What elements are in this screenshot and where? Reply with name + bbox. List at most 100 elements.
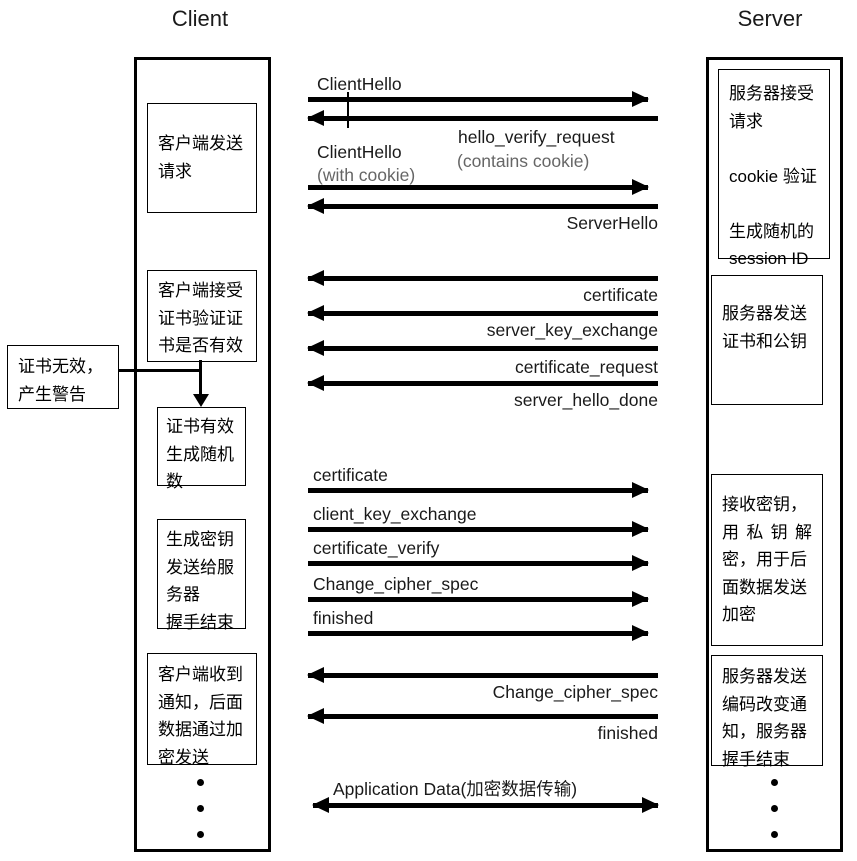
arrowhead-right-icon [632, 482, 649, 498]
note-line: 请求 [729, 111, 763, 131]
arrowhead-right-icon [632, 555, 649, 571]
note-line: 客户端收到 [158, 665, 243, 684]
message-arrow-server-hello-done [307, 375, 658, 391]
note-line: 务器 [166, 585, 200, 605]
message-sublabel-hello-verify-request: (contains cookie) [457, 151, 590, 171]
note-line: 请求 [158, 162, 192, 181]
note-line: 客户端接受 [158, 281, 243, 300]
note-line: session ID [729, 249, 809, 269]
client-ellipsis-dot [197, 831, 204, 838]
note-line: 证书和公钥 [722, 331, 807, 351]
note-line: 书是否有效 [158, 336, 243, 356]
note-line: 数 [166, 472, 183, 492]
message-label-server-hello-done: server_hello_done [514, 390, 658, 410]
note-client-verify-cert: 客户端接受 证书验证证 书是否有效 [147, 270, 257, 362]
note-line: 证书有效 [166, 417, 234, 436]
note-line: 加密 [722, 605, 756, 625]
note-client-notified: 客户端收到 通知，后面 数据通过加 密发送 [147, 653, 257, 767]
message-label-certificate-down: certificate [583, 285, 658, 305]
note-gen-key-send: 生成密钥 发送给服 务器 握手结束 [157, 519, 246, 632]
message-label-application-data: Application Data(加密数据传输) [333, 779, 578, 799]
message-arrow-finished-up [308, 625, 649, 641]
arrowhead-right-icon [632, 521, 649, 537]
note-line: 生成密钥 [166, 530, 234, 549]
message-arrow-certificate-down [307, 270, 658, 286]
message-label-server-hello: ServerHello [566, 213, 658, 233]
note-line: 服务器发送 [722, 304, 807, 323]
note-cert-valid-random: 证书有效 生成随机 数 [157, 407, 246, 491]
page-title-client: Client [171, 6, 229, 31]
note-line: 发送给服 [166, 557, 234, 577]
note-line: 用私钥解 [722, 522, 812, 542]
arrowhead-down-icon [192, 394, 209, 407]
note-server-accept-request: 服务器接受 请求 cookie 验证 生成随机的 session ID [718, 69, 830, 268]
arrowhead-right-icon [632, 591, 649, 607]
message-label-change-cipher-spec-dn: Change_cipher_spec [492, 682, 658, 702]
message-arrow-server-hello [307, 198, 658, 214]
note-cert-invalid-alert: 证书无效， 产生警告 [7, 345, 119, 409]
note-client-send-request: 客户端发送 请求 [147, 103, 257, 213]
note-server-recv-key: 接收密钥， 用私钥解 密，用于后 面数据发送 加密 [711, 474, 823, 646]
message-arrow-change-cipher-spec-up [308, 591, 649, 607]
arrowhead-left-icon [307, 110, 324, 126]
note-line: cookie 验证 [729, 166, 817, 186]
note-line: 握手结束 [166, 612, 234, 632]
note-line: 编码改变通 [722, 694, 807, 714]
client-ellipsis-dot [197, 779, 204, 786]
message-arrow-application-data [312, 797, 659, 813]
message-arrow-client-hello-1 [308, 91, 649, 107]
arrowhead-right-icon [632, 179, 649, 195]
note-line [729, 135, 819, 163]
note-line: 接收密钥， [722, 495, 807, 515]
server-ellipsis-dot [771, 805, 778, 812]
note-line: 密发送 [158, 747, 209, 767]
message-label-change-cipher-spec-up: Change_cipher_spec [313, 574, 479, 594]
message-arrow-client-hello-2 [308, 179, 649, 195]
note-line: 客户端发送 [158, 134, 243, 154]
branch-left-line [103, 361, 202, 380]
arrowhead-left-icon [307, 340, 324, 356]
message-label-finished-dn: finished [597, 723, 658, 743]
arrowhead-left-icon [307, 708, 324, 724]
message-arrow-server-key-exchange [307, 305, 658, 321]
message-label-finished-up: finished [313, 608, 374, 628]
note-line: 通知，后面 [158, 692, 243, 712]
message-label-client-hello-1: ClientHello [317, 74, 402, 94]
note-line: 服务器接受 [729, 84, 814, 103]
arrowhead-left-icon [307, 198, 324, 214]
arrowhead-left-icon [307, 667, 324, 683]
arrowhead-left-icon [307, 305, 324, 321]
page-title-server: Server [737, 6, 803, 31]
note-line: 握手结束 [722, 749, 790, 769]
note-line: 面数据发送 [722, 577, 807, 597]
arrowhead-left-icon [307, 270, 324, 286]
branch-down-line [192, 360, 209, 407]
arrowhead-right-icon [632, 91, 649, 107]
message-arrow-finished-dn [307, 708, 658, 724]
client-ellipsis-dot [197, 805, 204, 812]
arrowhead-right-icon [632, 625, 649, 641]
note-line [729, 190, 819, 218]
message-label-certificate-verify: certificate_verify [313, 538, 440, 558]
sequence-tick-mark [347, 92, 349, 128]
arrowhead-left-icon [312, 797, 329, 813]
message-label-certificate-request: certificate_request [515, 357, 658, 377]
message-label-hello-verify-request: hello_verify_request [458, 127, 615, 147]
message-label-server-key-exchange: server_key_exchange [486, 320, 658, 340]
message-arrow-change-cipher-spec-dn [307, 667, 658, 683]
note-server-send-cert: 服务器发送 证书和公钥 [711, 275, 823, 405]
note-line: 生成随机 [166, 444, 234, 464]
message-arrow-certificate-request [307, 340, 658, 356]
message-arrow-client-key-exchange [308, 521, 649, 537]
note-server-change-cipher: 服务器发送 编码改变通 知，服务器 握手结束 [711, 655, 823, 769]
note-line: 证书验证证 [158, 308, 243, 328]
message-label-certificate-up: certificate [313, 465, 388, 485]
server-ellipsis-dot [771, 831, 778, 838]
note-line: 密，用于后 [722, 550, 807, 570]
message-label-client-hello-2: ClientHello [317, 142, 402, 162]
message-sublabel-client-hello-2: (with cookie) [317, 165, 416, 185]
message-arrow-certificate-up [308, 482, 649, 498]
arrowhead-left-icon [307, 375, 324, 391]
note-line: 产生警告 [18, 384, 86, 404]
note-line: 知，服务器 [722, 722, 807, 742]
